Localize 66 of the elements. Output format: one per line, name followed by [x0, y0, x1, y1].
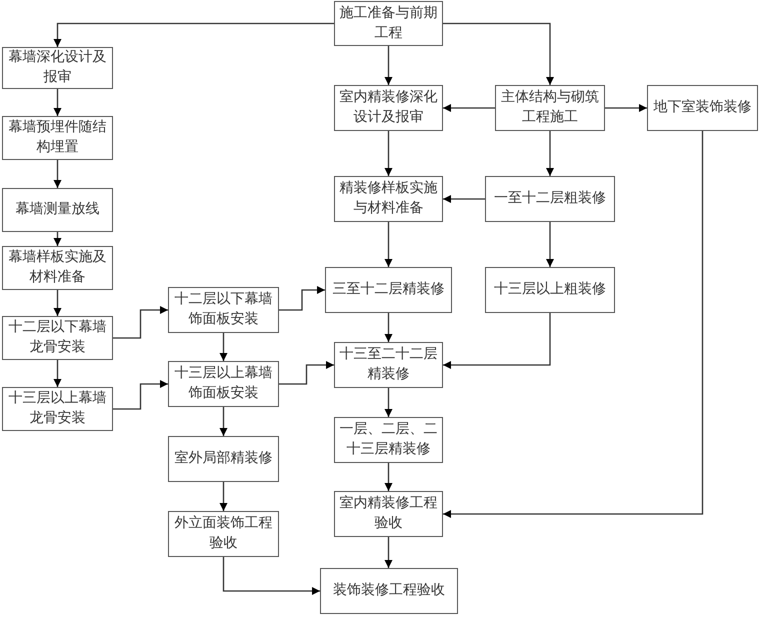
arrow	[443, 131, 704, 518]
arrow	[222, 557, 320, 595]
arrow	[113, 306, 168, 339]
step-text: 十二层以下幕墙饰面板安装	[174, 290, 274, 329]
process-box	[168, 287, 279, 333]
step-text: 室内精装修深化设计及报审	[338, 88, 438, 127]
process-box	[2, 316, 113, 360]
arrow	[443, 104, 495, 112]
process-box	[647, 85, 758, 131]
arrow	[113, 380, 168, 410]
step-text: 精装修样板实施与材料准备	[338, 179, 438, 218]
process-box	[320, 568, 458, 614]
arrow	[605, 104, 647, 112]
process-box	[2, 188, 113, 232]
arrow	[54, 232, 62, 246]
step-text: 幕墙测量放线	[16, 200, 100, 219]
process-box	[325, 267, 452, 313]
step-text: 幕墙预埋件随结构埋置	[8, 118, 108, 157]
arrow	[54, 360, 62, 387]
step-text: 幕墙样板实施及材料准备	[8, 248, 108, 287]
arrow	[443, 313, 551, 369]
arrow	[384, 313, 392, 342]
step-text: 地下室装饰装修	[654, 98, 752, 117]
arrow	[443, 195, 485, 203]
step-text: 外立面装饰工程验收	[174, 514, 274, 553]
process-box	[2, 116, 113, 160]
process-box	[485, 267, 615, 313]
arrow	[443, 22, 554, 85]
step-text: 十三至二十二层精装修	[338, 346, 438, 384]
step-text: 幕墙深化设计及报审	[8, 48, 108, 87]
step-text: 十三层以上幕墙饰面板安装	[174, 364, 274, 403]
arrow	[384, 537, 392, 568]
arrow	[54, 22, 334, 47]
arrow	[220, 482, 228, 511]
step-text: 装饰装修工程验收	[333, 582, 445, 600]
step-text: 室内精装修工程验收	[338, 494, 438, 533]
process-box	[168, 436, 279, 482]
process-box	[2, 387, 113, 431]
arrow	[279, 361, 334, 385]
arrow	[54, 160, 62, 188]
arrow	[546, 131, 554, 176]
process-box	[2, 246, 113, 290]
process-box	[485, 176, 615, 222]
step-text: 十三层以上粗装修	[494, 280, 606, 299]
arrow	[220, 407, 228, 436]
step-text: 三至十二层精装修	[332, 280, 444, 299]
step-text: 室外局部精装修	[174, 449, 272, 468]
arrow	[54, 89, 62, 116]
step-text: 一至十二层粗装修	[494, 190, 606, 208]
arrow	[384, 46, 392, 85]
arrow	[384, 222, 392, 267]
arrow	[546, 222, 554, 267]
process-box	[168, 511, 279, 557]
step-text: 主体结构与砌筑工程施工	[500, 88, 600, 127]
arrow	[384, 131, 392, 176]
step-text: 施工准备与前期工程	[338, 4, 438, 42]
arrow	[54, 290, 62, 316]
arrow	[220, 333, 228, 361]
arrow	[279, 286, 325, 311]
process-box	[2, 47, 113, 89]
step-text: 十二层以下幕墙龙骨安装	[8, 318, 108, 357]
arrow	[384, 463, 392, 491]
step-text: 一层、二层、二十三层精装修	[338, 421, 438, 459]
process-box	[168, 361, 279, 407]
arrow	[384, 388, 392, 417]
step-text: 十三层以上幕墙龙骨安装	[8, 390, 108, 428]
